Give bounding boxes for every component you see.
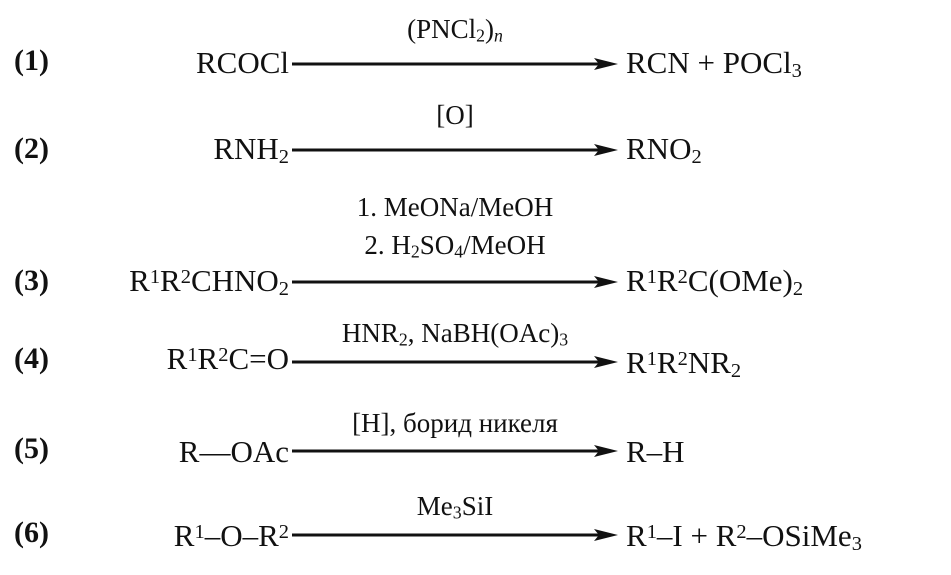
reaction-number: (2) [14, 132, 49, 165]
reactant: RNH2 [213, 131, 289, 169]
reaction-arrow-icon [292, 144, 618, 156]
reaction-arrow-icon [292, 276, 618, 288]
reaction-1: (1) RCOCl (PNCl2)n RCN + POCl3 [0, 14, 951, 96]
reactant: R—OAc [178, 434, 289, 469]
reactant: R1–O–R2 [173, 518, 289, 553]
reaction-number: (4) [14, 342, 49, 375]
reactant: RCOCl [195, 45, 289, 80]
reaction-arrow-icon [292, 529, 618, 541]
product: RNO2 [626, 131, 702, 169]
reactant: R1R2CHNO2 [129, 263, 289, 301]
reaction-arrow-icon [292, 356, 618, 368]
reaction-4: (4) R1R2C=O HNR2, NaBH(OAc)3 R1R2NR2 [0, 318, 951, 400]
reagent-label: Me3SiI [416, 491, 494, 523]
product: RCN + POCl3 [626, 45, 802, 83]
reaction-number: (6) [14, 516, 49, 549]
reagent-label: [O] [436, 100, 474, 130]
reaction-arrow-icon [292, 445, 618, 457]
reagent-label: HNR2, NaBH(OAc)3 [341, 318, 569, 350]
reagent-label: [H], борид никеля [352, 408, 558, 438]
product: R1–I + R2–OSiMe3 [626, 518, 862, 556]
reagent-label: 1. MeONa/MeOH [356, 192, 554, 222]
reaction-number: (1) [14, 44, 49, 77]
reagent-label: (PNCl2)n [407, 14, 503, 46]
product: R–H [626, 434, 685, 469]
reactant: R1R2C=O [166, 341, 289, 376]
reaction-number: (5) [14, 432, 49, 465]
reaction-number: (3) [14, 264, 49, 297]
reaction-2: (2) RNH2 [O] RNO2 [0, 100, 951, 178]
reaction-3: (3) R1R2CHNO2 1. MeONa/MeOH 2. H2SO4/MeO… [0, 192, 951, 318]
product: R1R2NR2 [626, 345, 742, 383]
product: R1R2C(OMe)2 [626, 263, 804, 301]
reaction-5: (5) R—OAc [H], борид никеля R–H [0, 408, 951, 492]
reaction-6: (6) R1–O–R2 Me3SiI R1–I + R2–OSiMe3 [0, 491, 951, 575]
reagent-label: 2. H2SO4/MeOH [364, 230, 546, 262]
reaction-arrow-icon [292, 58, 618, 70]
